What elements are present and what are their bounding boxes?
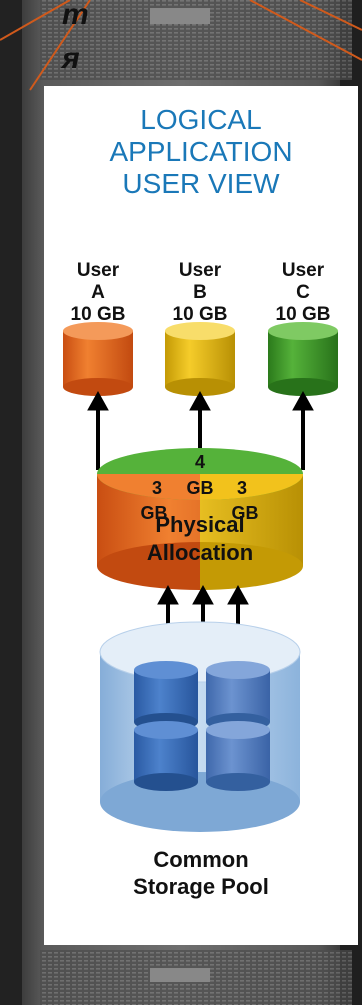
- user-b-label: User B 10 GB: [155, 260, 245, 326]
- physical-left-value: 3: [151, 478, 162, 498]
- arrows-to-users: [87, 390, 314, 470]
- user-a-capacity: 10 GB: [70, 304, 126, 325]
- pool-disk-right: [206, 661, 270, 791]
- pool-disk-left: [134, 661, 198, 791]
- rack-letter-1: m: [62, 0, 89, 31]
- physical-allocation-line-2: Allocation: [146, 540, 254, 565]
- view-title: LOGICAL APPLICATION USER VIEW: [44, 104, 358, 200]
- physical-top-unit: GB: [186, 478, 214, 498]
- user-c-cylinder: [268, 322, 338, 396]
- user-a-letter: A: [91, 282, 105, 303]
- user-b-name: User: [178, 260, 222, 281]
- title-line-2: APPLICATION: [109, 136, 293, 167]
- physical-right-value: 3: [236, 478, 247, 498]
- user-c-capacity: 10 GB: [275, 304, 331, 325]
- user-c-name: User: [281, 260, 325, 281]
- user-b-letter: B: [193, 282, 207, 303]
- physical-allocation-line-1: Physical: [155, 512, 245, 537]
- user-a-label: User A 10 GB: [53, 260, 143, 326]
- title-line-1: LOGICAL: [140, 104, 262, 135]
- pool-label-line-2: Storage Pool: [133, 874, 269, 899]
- user-c-letter: C: [296, 282, 310, 303]
- user-c-label: User C 10 GB: [258, 260, 348, 326]
- physical-right-unit: GB: [231, 503, 259, 523]
- physical-top-value: 4: [194, 452, 205, 472]
- physical-allocation-cylinder: [97, 448, 303, 590]
- rack-letter-2: я: [62, 42, 80, 75]
- user-a-name: User: [76, 260, 120, 281]
- pool-label-line-1: Common: [153, 847, 249, 872]
- common-storage-pool-label: Common Storage Pool: [44, 846, 358, 900]
- physical-left-unit: GB: [140, 503, 168, 523]
- user-b-capacity: 10 GB: [172, 304, 228, 325]
- title-line-3: USER VIEW: [122, 168, 280, 199]
- user-a-cylinder: [63, 322, 133, 396]
- common-storage-pool-cylinder: [99, 621, 301, 832]
- user-b-cylinder: [165, 322, 235, 396]
